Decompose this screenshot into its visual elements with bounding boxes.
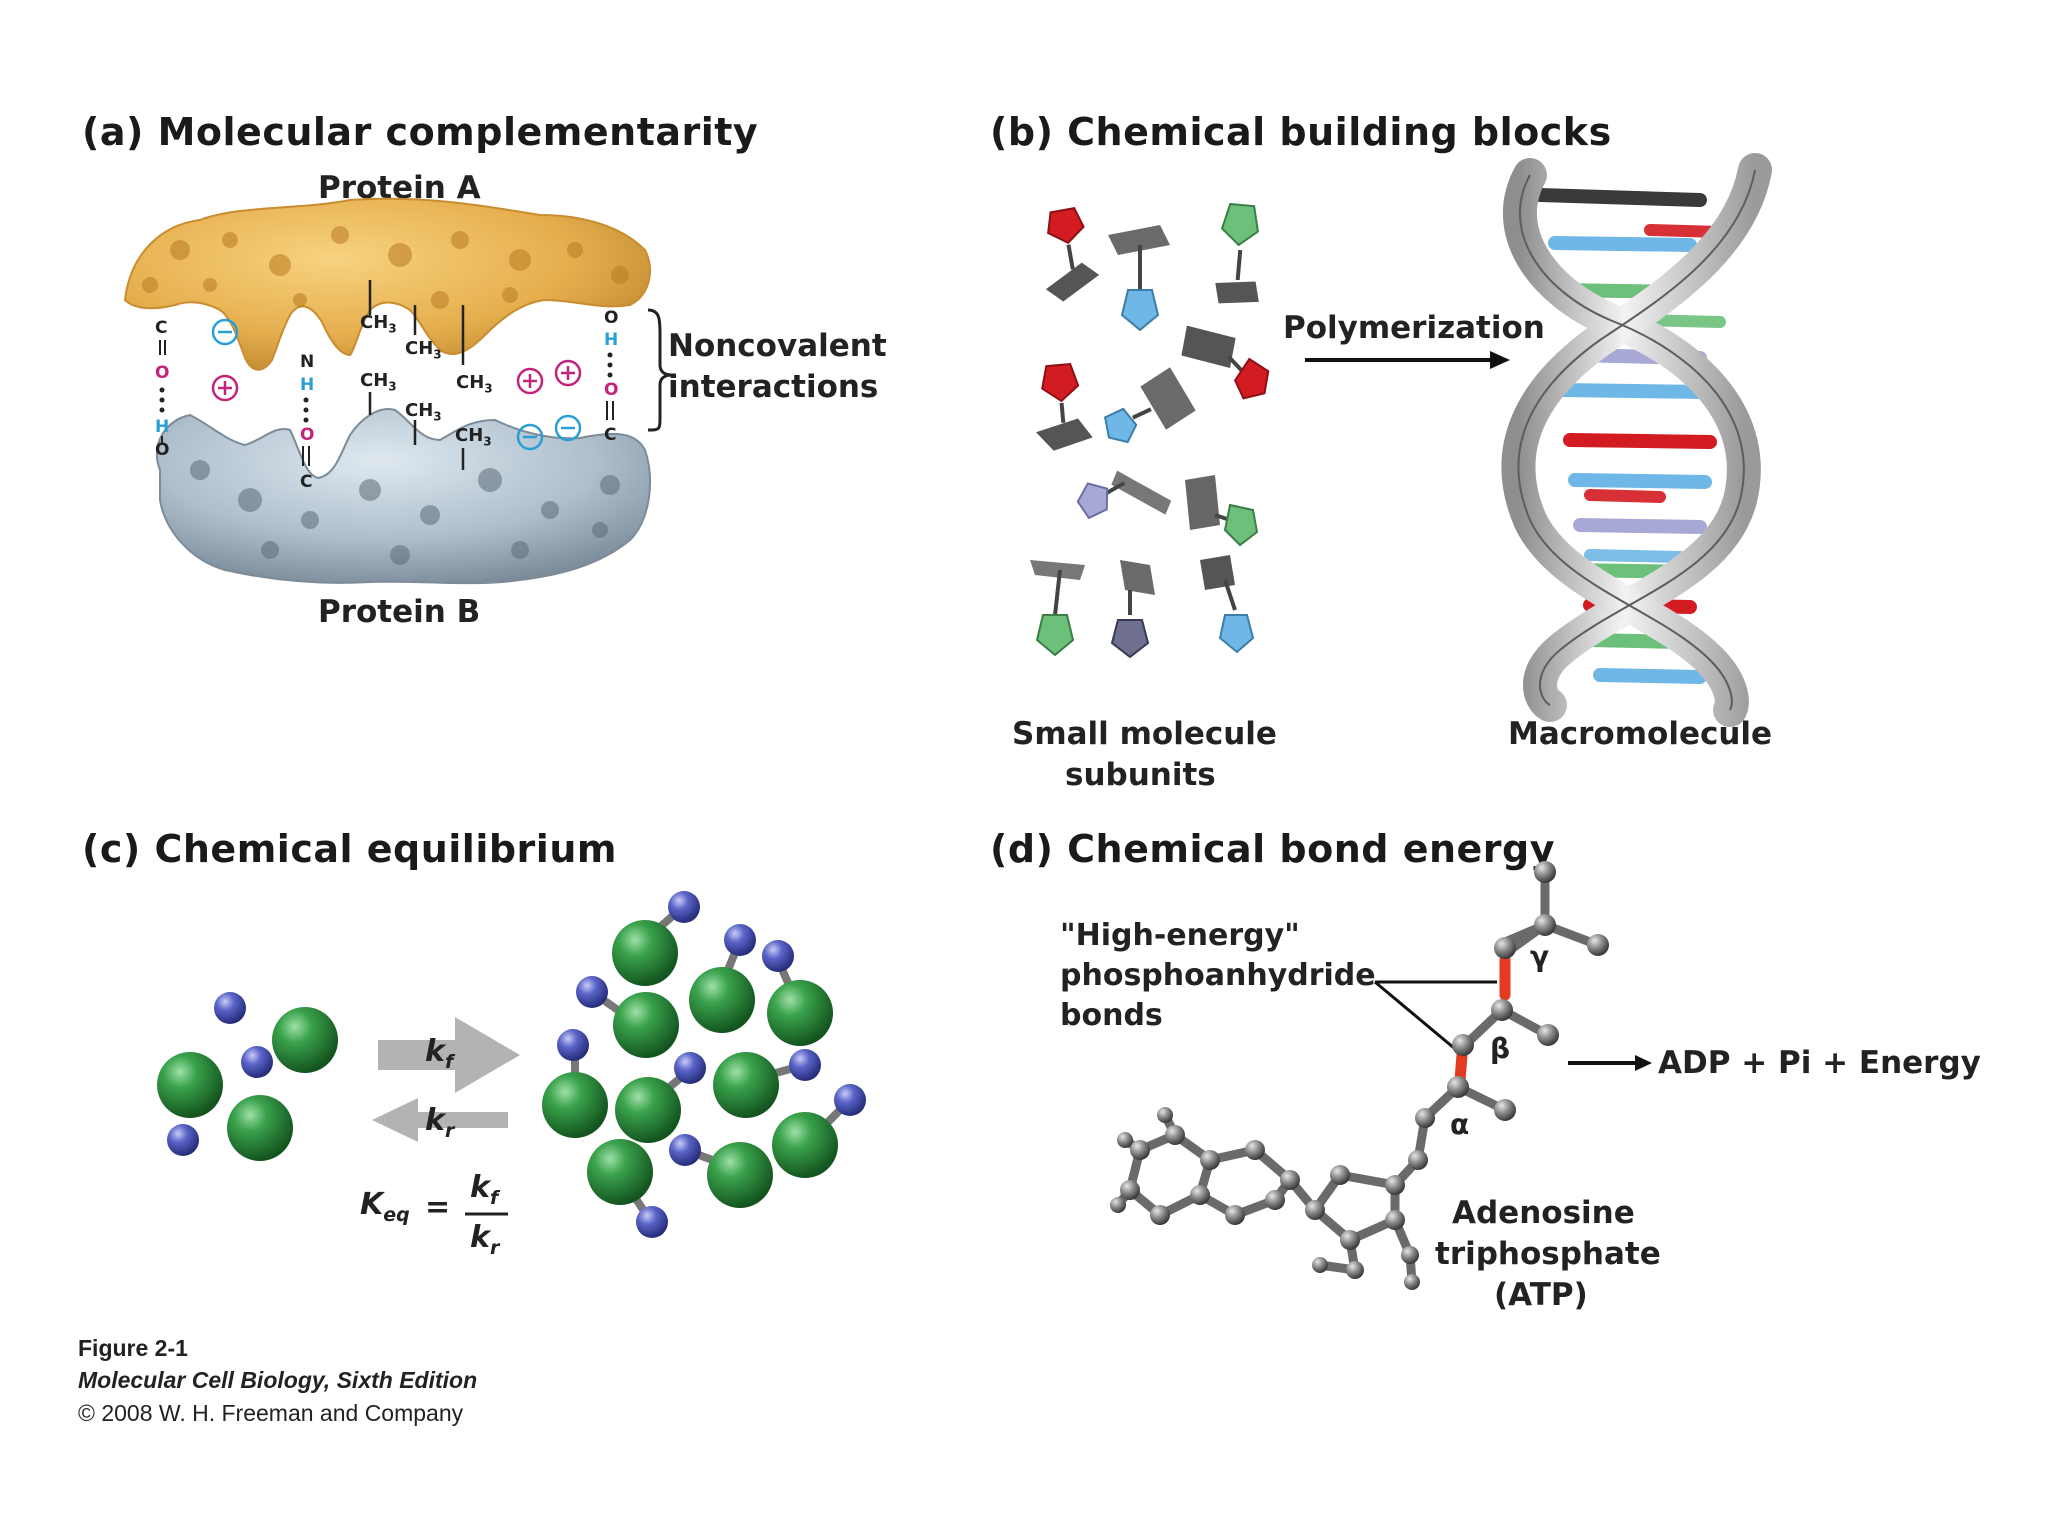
methyl-label: CH3 (405, 400, 442, 424)
methyl-label: CH3 (456, 372, 493, 396)
subunit (1103, 367, 1196, 444)
polymerization-label: Polymerization (1283, 310, 1545, 346)
svg-text:O: O (604, 308, 618, 328)
keq-numerator: kf (470, 1170, 499, 1209)
product-complexes (542, 891, 866, 1238)
figure-number: Figure 2-1 (78, 1335, 188, 1361)
protein-b-label: Protein B (318, 594, 481, 630)
panel-c-title: (c) Chemical equilibrium (82, 827, 617, 871)
subunit (1185, 475, 1259, 547)
small-subunits-label-line2: subunits (1065, 757, 1216, 793)
subunit (1036, 362, 1093, 451)
subunit (1030, 560, 1085, 657)
bond-callout-lines (1374, 980, 1497, 1055)
protein-a-surface (123, 197, 651, 371)
svg-text:O: O (300, 425, 314, 445)
svg-text:O: O (155, 363, 169, 383)
polymerization-arrow (1305, 351, 1510, 369)
methyl-label: CH3 (360, 370, 397, 394)
atp-label-line2: triphosphate (1435, 1236, 1661, 1272)
protein-b-surface (155, 408, 651, 585)
svg-text:C: C (155, 318, 167, 338)
subunit (1181, 325, 1270, 400)
high-energy-label-line3: bonds (1060, 998, 1163, 1033)
panel-b-title: (b) Chemical building blocks (990, 110, 1612, 154)
reactant-spheres (157, 992, 338, 1161)
alpha-label: α (1450, 1108, 1470, 1141)
kf-label: kf (425, 1034, 454, 1073)
kr-label: kr (425, 1103, 455, 1142)
noncovalent-label-line2: interactions (668, 369, 879, 405)
svg-text:H: H (604, 330, 618, 350)
interface-interactions: C O H O N H O C O H O C (155, 280, 618, 492)
high-energy-label-line2: phosphoanhydride (1060, 958, 1376, 993)
high-energy-label-line1: "High-energy" (1060, 918, 1300, 953)
products-label: ADP + Pi + Energy (1658, 1045, 1981, 1081)
methyl-label: CH3 (455, 425, 492, 449)
subunit (1108, 225, 1170, 332)
subunit (1200, 555, 1255, 654)
equilibrium-arrows (372, 1017, 520, 1142)
atp-ball-and-stick (1110, 861, 1609, 1290)
subunit (1215, 202, 1260, 304)
atp-label-line1: Adenosine (1452, 1195, 1635, 1231)
svg-text:O: O (604, 380, 618, 400)
svg-text:C: C (604, 425, 616, 445)
svg-text:N: N (300, 352, 314, 372)
gamma-label: γ (1530, 940, 1550, 973)
noncovalent-label-line1: Noncovalent (668, 328, 887, 364)
copyright: © 2008 W. H. Freeman and Company (78, 1400, 464, 1426)
panel-a-title: (a) Molecular complementarity (82, 110, 759, 154)
svg-text:H: H (155, 417, 169, 437)
svg-text:C: C (300, 472, 312, 492)
keq-label: Keq (360, 1187, 410, 1226)
subunit (1076, 470, 1172, 520)
subunit (1045, 207, 1100, 302)
subunit-nucleotides (1030, 202, 1270, 659)
subunit (1110, 560, 1155, 659)
noncovalent-brace (647, 308, 673, 432)
keq-denominator: kr (470, 1220, 500, 1259)
panel-d-title: (d) Chemical bond energy (990, 827, 1556, 871)
book-title: Molecular Cell Biology, Sixth Edition (78, 1367, 478, 1393)
keq-equals: = (425, 1190, 451, 1225)
methyl-label: CH3 (360, 312, 397, 336)
beta-label: β (1490, 1032, 1511, 1065)
small-subunits-label-line1: Small molecule (1012, 716, 1277, 752)
atp-label-line3: (ATP) (1494, 1277, 1588, 1313)
svg-text:H: H (300, 375, 314, 395)
methyl-label: CH3 (405, 338, 442, 362)
products-arrow (1568, 1055, 1652, 1071)
svg-text:O: O (155, 440, 169, 460)
dna-double-helix (1501, 153, 1772, 727)
